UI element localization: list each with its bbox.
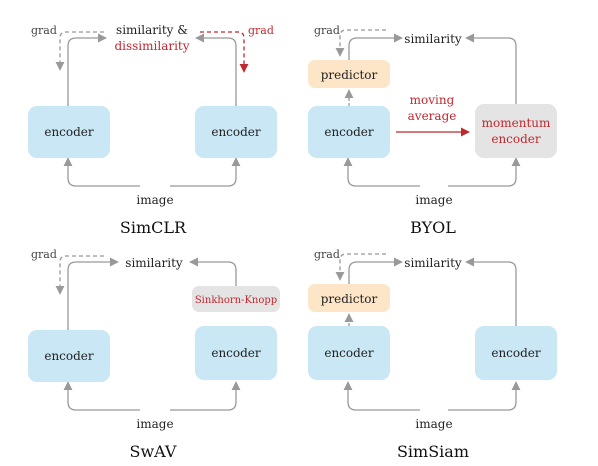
grad-arrow [55, 255, 104, 295]
target-label-line2: dissimilarity [114, 39, 189, 53]
input-arrow-left [343, 157, 420, 187]
encoder-label: encoder [324, 125, 374, 139]
input-arrow-left [343, 381, 420, 411]
input-label: image [415, 417, 452, 431]
input-label: image [136, 193, 173, 207]
predictor-label: predictor [321, 68, 378, 82]
grad-label: grad [31, 248, 57, 261]
grad-label-left: grad [31, 24, 57, 37]
encoder-right-box [475, 326, 557, 380]
forward-arrow-left [348, 33, 403, 60]
input-arrow-right [448, 157, 521, 187]
momentum-encoder-box [475, 104, 557, 158]
encoder-left-label: encoder [44, 349, 94, 363]
panel-simsiam: image encoder encoder predictor similari… [308, 248, 557, 461]
encoder-right-box [195, 326, 277, 380]
encoder-left-box [308, 326, 390, 380]
panel-swav: image encoder encoder Sinkhorn-Knopp sim… [28, 248, 280, 461]
forward-arrow-right [465, 257, 517, 326]
panel-title: SwAV [130, 442, 177, 461]
grad-arrow [335, 29, 386, 57]
encoder-right-label: encoder [211, 346, 261, 360]
encoder-box [308, 106, 390, 158]
panel-simclr: image encoder encoder similarity & dissi… [28, 23, 277, 237]
input-arrow-right [170, 157, 241, 187]
predictor-box [308, 284, 390, 312]
predictor-box [308, 60, 390, 88]
moving-label-line2: average [408, 109, 457, 123]
grad-arrow [335, 253, 386, 281]
grad-arrow-right [200, 31, 249, 73]
input-arrow-right [170, 381, 241, 411]
predictor-label: predictor [321, 292, 378, 306]
encoder-left-box [28, 330, 110, 382]
momentum-label-line1: momentum [482, 116, 551, 130]
input-label: image [136, 417, 173, 431]
forward-arrow-right [189, 257, 237, 286]
encoder-left-label: encoder [324, 346, 374, 360]
moving-label-line1: moving [410, 93, 455, 107]
panel-byol: image encoder momentum encoder moving av… [308, 24, 557, 237]
panel-title: SimCLR [120, 218, 187, 237]
forward-arrow-left [348, 257, 403, 284]
encoder-right-box [195, 106, 277, 158]
target-label: similarity [404, 32, 462, 46]
grad-label-right: grad [248, 24, 274, 37]
grad-label: grad [314, 24, 340, 37]
forward-arrow-right [465, 33, 517, 104]
grad-label: grad [314, 248, 340, 261]
forward-arrow-left [67, 33, 107, 106]
encoder-left-label: encoder [44, 125, 94, 139]
input-arrow-left [63, 157, 140, 187]
input-arrow-right [448, 381, 521, 411]
panel-title: BYOL [410, 218, 456, 237]
target-label: similarity [404, 256, 462, 270]
target-label: similarity [125, 256, 183, 270]
input-label: image [415, 193, 452, 207]
encoder-right-label: encoder [491, 346, 541, 360]
sinkhorn-knopp-box [192, 286, 280, 312]
forward-arrow-left [67, 257, 119, 330]
panel-title: SimSiam [397, 442, 469, 461]
grad-arrow-left [55, 31, 104, 71]
encoder-left-box [28, 106, 110, 158]
target-label-line1: similarity & [116, 23, 188, 37]
sinkhorn-knopp-label: Sinkhorn-Knopp [195, 295, 277, 306]
input-arrow-left [63, 381, 140, 411]
encoder-right-label: encoder [211, 125, 261, 139]
momentum-label-line2: encoder [491, 132, 541, 146]
forward-arrow-right [195, 33, 237, 106]
